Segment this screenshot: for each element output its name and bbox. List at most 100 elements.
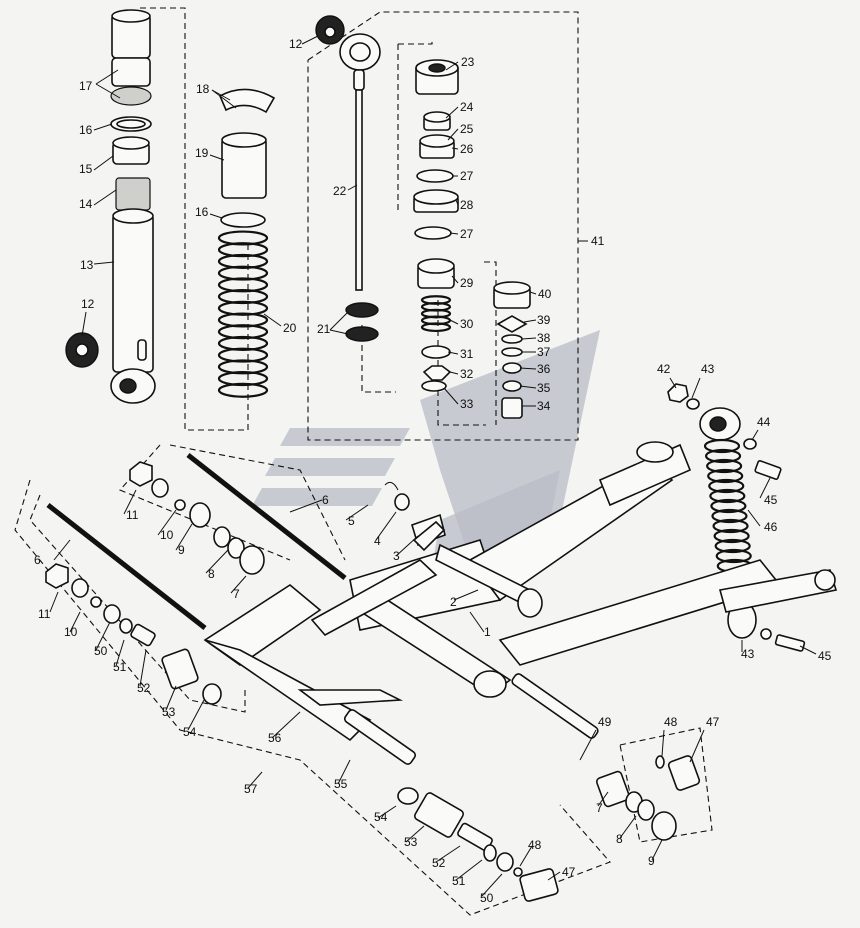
leader-line xyxy=(519,385,537,389)
part-label: 18 xyxy=(196,82,210,96)
part-label: 28 xyxy=(460,198,474,212)
part-label: 46 xyxy=(764,520,778,534)
part-label: 54 xyxy=(183,725,197,739)
leader-line xyxy=(405,825,425,843)
leader-line xyxy=(529,291,537,295)
leader-lines xyxy=(49,35,817,897)
part-label: 9 xyxy=(178,543,185,557)
left-shock-absorber xyxy=(65,9,156,404)
leader-line xyxy=(157,509,177,536)
leader-line xyxy=(165,685,177,711)
leader-line xyxy=(175,523,193,551)
part-label: 2 xyxy=(450,595,457,609)
leader-line xyxy=(209,213,223,219)
part-label: 12 xyxy=(289,37,303,51)
damper-rod xyxy=(315,15,381,342)
leader-line xyxy=(751,429,759,441)
part-label: 21 xyxy=(317,322,331,336)
part-label: 36 xyxy=(537,362,551,376)
part-label: 57 xyxy=(244,782,258,796)
leader-line xyxy=(377,805,397,819)
leader-line xyxy=(661,729,665,757)
leader-line xyxy=(691,377,701,399)
leader-line xyxy=(95,621,111,651)
leader-line xyxy=(443,387,459,405)
leader-line xyxy=(187,699,205,731)
leader-line xyxy=(445,61,459,71)
part-label: 37 xyxy=(537,345,551,359)
part-label: 35 xyxy=(537,381,551,395)
brake-linkage xyxy=(384,481,446,552)
leader-line xyxy=(209,154,225,161)
part-label: 6 xyxy=(34,553,41,567)
leader-line xyxy=(93,261,115,265)
part-label: 47 xyxy=(706,715,720,729)
leader-line xyxy=(449,319,459,325)
part-label: 48 xyxy=(528,838,542,852)
part-label: 53 xyxy=(404,835,418,849)
part-label: 16 xyxy=(79,123,93,137)
part-label: 17 xyxy=(79,79,93,93)
part-label: 14 xyxy=(79,197,93,211)
leader-line xyxy=(435,845,461,863)
part-label: 32 xyxy=(460,367,474,381)
part-label: 26 xyxy=(460,142,474,156)
part-label: 33 xyxy=(460,397,474,411)
leader-line xyxy=(263,313,282,327)
part-label: 43 xyxy=(701,362,715,376)
leader-line xyxy=(449,371,459,375)
leader-line xyxy=(519,845,533,867)
leader-line xyxy=(95,69,119,85)
group-outlines xyxy=(14,7,713,916)
part-label: 45 xyxy=(764,493,778,507)
leader-line xyxy=(579,729,597,761)
leader-line xyxy=(95,83,121,99)
leader-line xyxy=(455,199,459,206)
leader-line xyxy=(69,611,81,633)
part-label: 49 xyxy=(598,715,612,729)
leader-line xyxy=(469,611,485,633)
part-label: 1 xyxy=(484,625,491,639)
part-label: 39 xyxy=(537,313,551,327)
part-label: 53 xyxy=(162,705,176,719)
leader-line xyxy=(521,337,537,340)
leader-line xyxy=(799,645,817,655)
leader-line xyxy=(347,184,358,191)
part-label: 44 xyxy=(757,415,771,429)
left-bushings xyxy=(45,461,265,705)
leader-line xyxy=(93,123,113,131)
part-label: 24 xyxy=(460,100,474,114)
leader-line xyxy=(519,367,537,370)
leader-line xyxy=(375,511,397,541)
leader-line xyxy=(205,549,229,574)
part-label: 40 xyxy=(538,287,552,301)
part-label: 7 xyxy=(233,587,240,601)
part-label: 20 xyxy=(283,321,297,335)
part-label: 7 xyxy=(596,801,603,815)
leader-line xyxy=(329,311,349,331)
leader-line xyxy=(447,128,459,141)
part-label: 38 xyxy=(537,331,551,345)
part-label: 8 xyxy=(616,832,623,846)
leader-line xyxy=(230,575,247,594)
part-label: 54 xyxy=(374,810,388,824)
part-label: 45 xyxy=(818,649,832,663)
leader-line xyxy=(115,639,125,667)
part-label: 12 xyxy=(81,297,95,311)
part-label: 13 xyxy=(80,258,94,272)
part-label: 11 xyxy=(38,607,51,621)
leader-line xyxy=(93,155,114,171)
part-label: 50 xyxy=(480,891,494,905)
leader-line xyxy=(395,535,419,557)
part-label: 8 xyxy=(208,567,215,581)
part-label: 11 xyxy=(126,508,139,522)
leader-line xyxy=(345,504,369,521)
part-label: 9 xyxy=(648,854,655,868)
spring-assembly xyxy=(217,88,276,398)
leader-line xyxy=(445,106,459,119)
leader-line xyxy=(49,591,59,613)
leader-line xyxy=(271,711,301,739)
part-label: 29 xyxy=(460,276,474,290)
leader-line xyxy=(547,871,561,881)
